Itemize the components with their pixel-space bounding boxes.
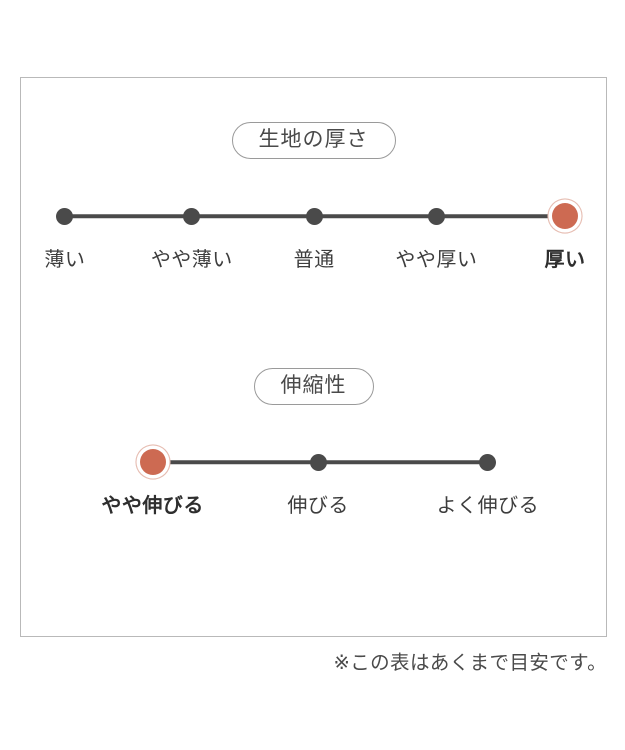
scale-title-badge-thickness: 生地の厚さ (231, 122, 396, 159)
scale-labels-thickness: 薄い やや薄い 普通 やや厚い 厚い (21, 245, 606, 275)
scale-dot-thickness-3[interactable] (427, 207, 445, 225)
badge-row-thickness: 生地の厚さ (21, 122, 606, 159)
scale-label-thickness-1: やや薄い (150, 249, 233, 271)
scale-dot-stretchiness-1[interactable] (309, 453, 327, 471)
scale-stretchiness: 伸縮性 やや伸びる 伸びる よく伸びる (21, 368, 606, 521)
scale-dot-thickness-1[interactable] (183, 207, 201, 225)
scale-fabric-thickness: 生地の厚さ 薄い やや薄い 普通 やや厚い 厚い (21, 122, 606, 275)
scale-label-thickness-0: 薄い (44, 249, 86, 271)
scale-labels-stretchiness: やや伸びる 伸びる よく伸びる (21, 491, 606, 521)
scale-dot-stretchiness-0-selected[interactable] (139, 449, 166, 475)
scale-label-thickness-3: やや厚い (395, 249, 478, 271)
scale-title-badge-stretchiness: 伸縮性 (253, 368, 374, 405)
scale-dot-thickness-4-selected[interactable] (552, 203, 579, 229)
scale-label-stretchiness-1: 伸びる (287, 495, 349, 517)
spec-table-card: 生地の厚さ 薄い やや薄い 普通 やや厚い 厚い 伸縮性 やや (20, 77, 607, 637)
scale-label-stretchiness-2: よく伸びる (436, 495, 540, 517)
scale-label-stretchiness-0-selected: やや伸びる (101, 495, 204, 517)
scale-label-thickness-2: 普通 (293, 249, 335, 271)
badge-row-stretch: 伸縮性 (21, 368, 606, 405)
scale-dot-thickness-2[interactable] (305, 207, 323, 225)
scale-label-thickness-4-selected: 厚い (544, 249, 586, 271)
scale-track-thickness (21, 193, 606, 239)
scale-dot-stretchiness-2[interactable] (479, 453, 497, 471)
scale-track-stretchiness (21, 439, 606, 485)
scale-dot-thickness-0[interactable] (56, 207, 74, 225)
footnote-text: ※この表はあくまで目安です。 (333, 652, 607, 674)
